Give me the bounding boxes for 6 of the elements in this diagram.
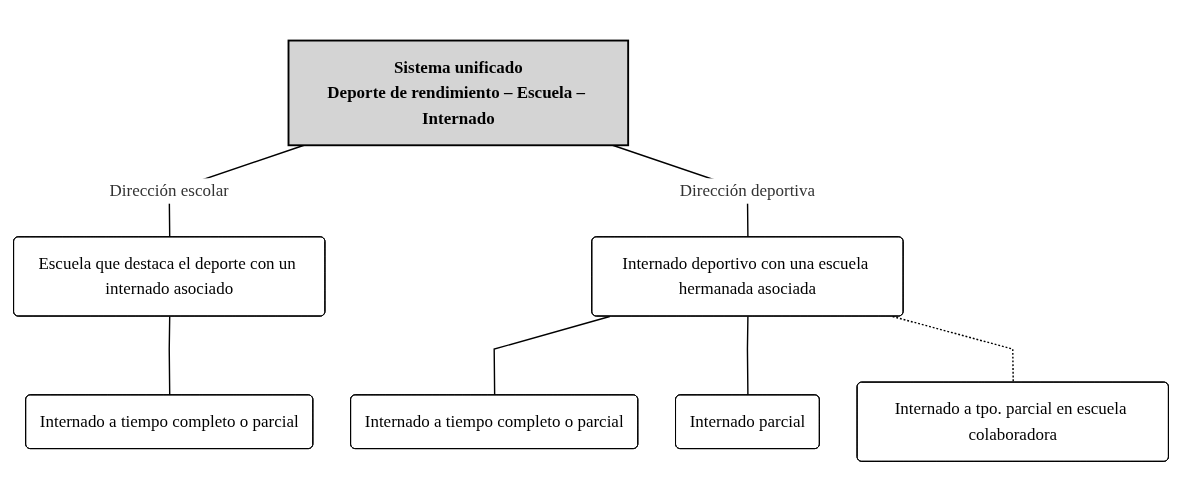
connector bbox=[168, 315, 171, 396]
node-box: Sistema unificado Deporte de rendimiento – Escuela – Internado bbox=[287, 39, 630, 146]
connector bbox=[493, 315, 611, 396]
edge-label: Dirección deportiva bbox=[679, 180, 816, 200]
edge-label: Dirección escolar bbox=[109, 180, 229, 200]
connector bbox=[746, 315, 749, 396]
